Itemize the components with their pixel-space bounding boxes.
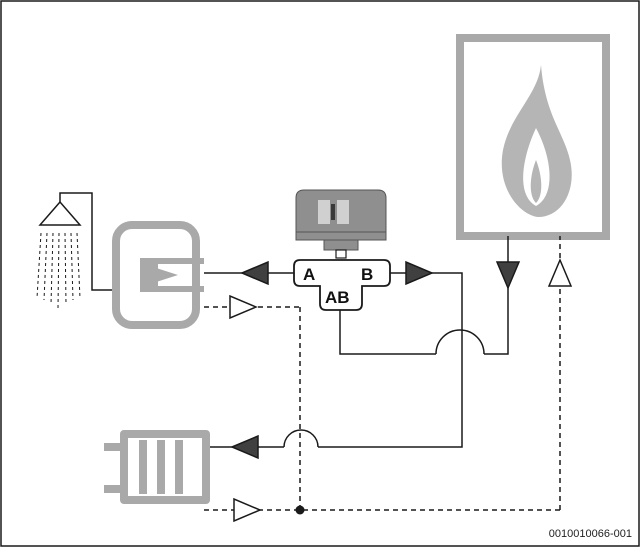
hot-water-cylinder-icon <box>112 221 204 329</box>
return-arrow-icon <box>547 258 573 287</box>
shower-icon <box>36 192 114 309</box>
flow-arrow-icon <box>230 434 259 460</box>
figure-code: 0010010066-001 <box>549 528 632 540</box>
flame-icon <box>501 65 572 217</box>
return-arrow-icon <box>229 294 258 320</box>
flow-arrow-icon <box>240 260 269 286</box>
boiler-icon <box>456 34 610 240</box>
three-way-valve-icon: A B AB <box>293 259 391 311</box>
radiator-columns <box>139 440 183 494</box>
port-b-label: B <box>361 265 373 284</box>
flow-arrow-icon <box>495 261 521 290</box>
radiator-icon <box>104 430 210 504</box>
port-a-label: A <box>303 265 315 284</box>
flow-arrow-icon <box>405 260 434 286</box>
pipe-junction <box>295 505 305 515</box>
port-ab-label: AB <box>325 288 350 307</box>
return-arrow-icon <box>233 497 262 523</box>
valve-actuator-icon <box>295 189 387 259</box>
shower-spray <box>36 232 81 309</box>
